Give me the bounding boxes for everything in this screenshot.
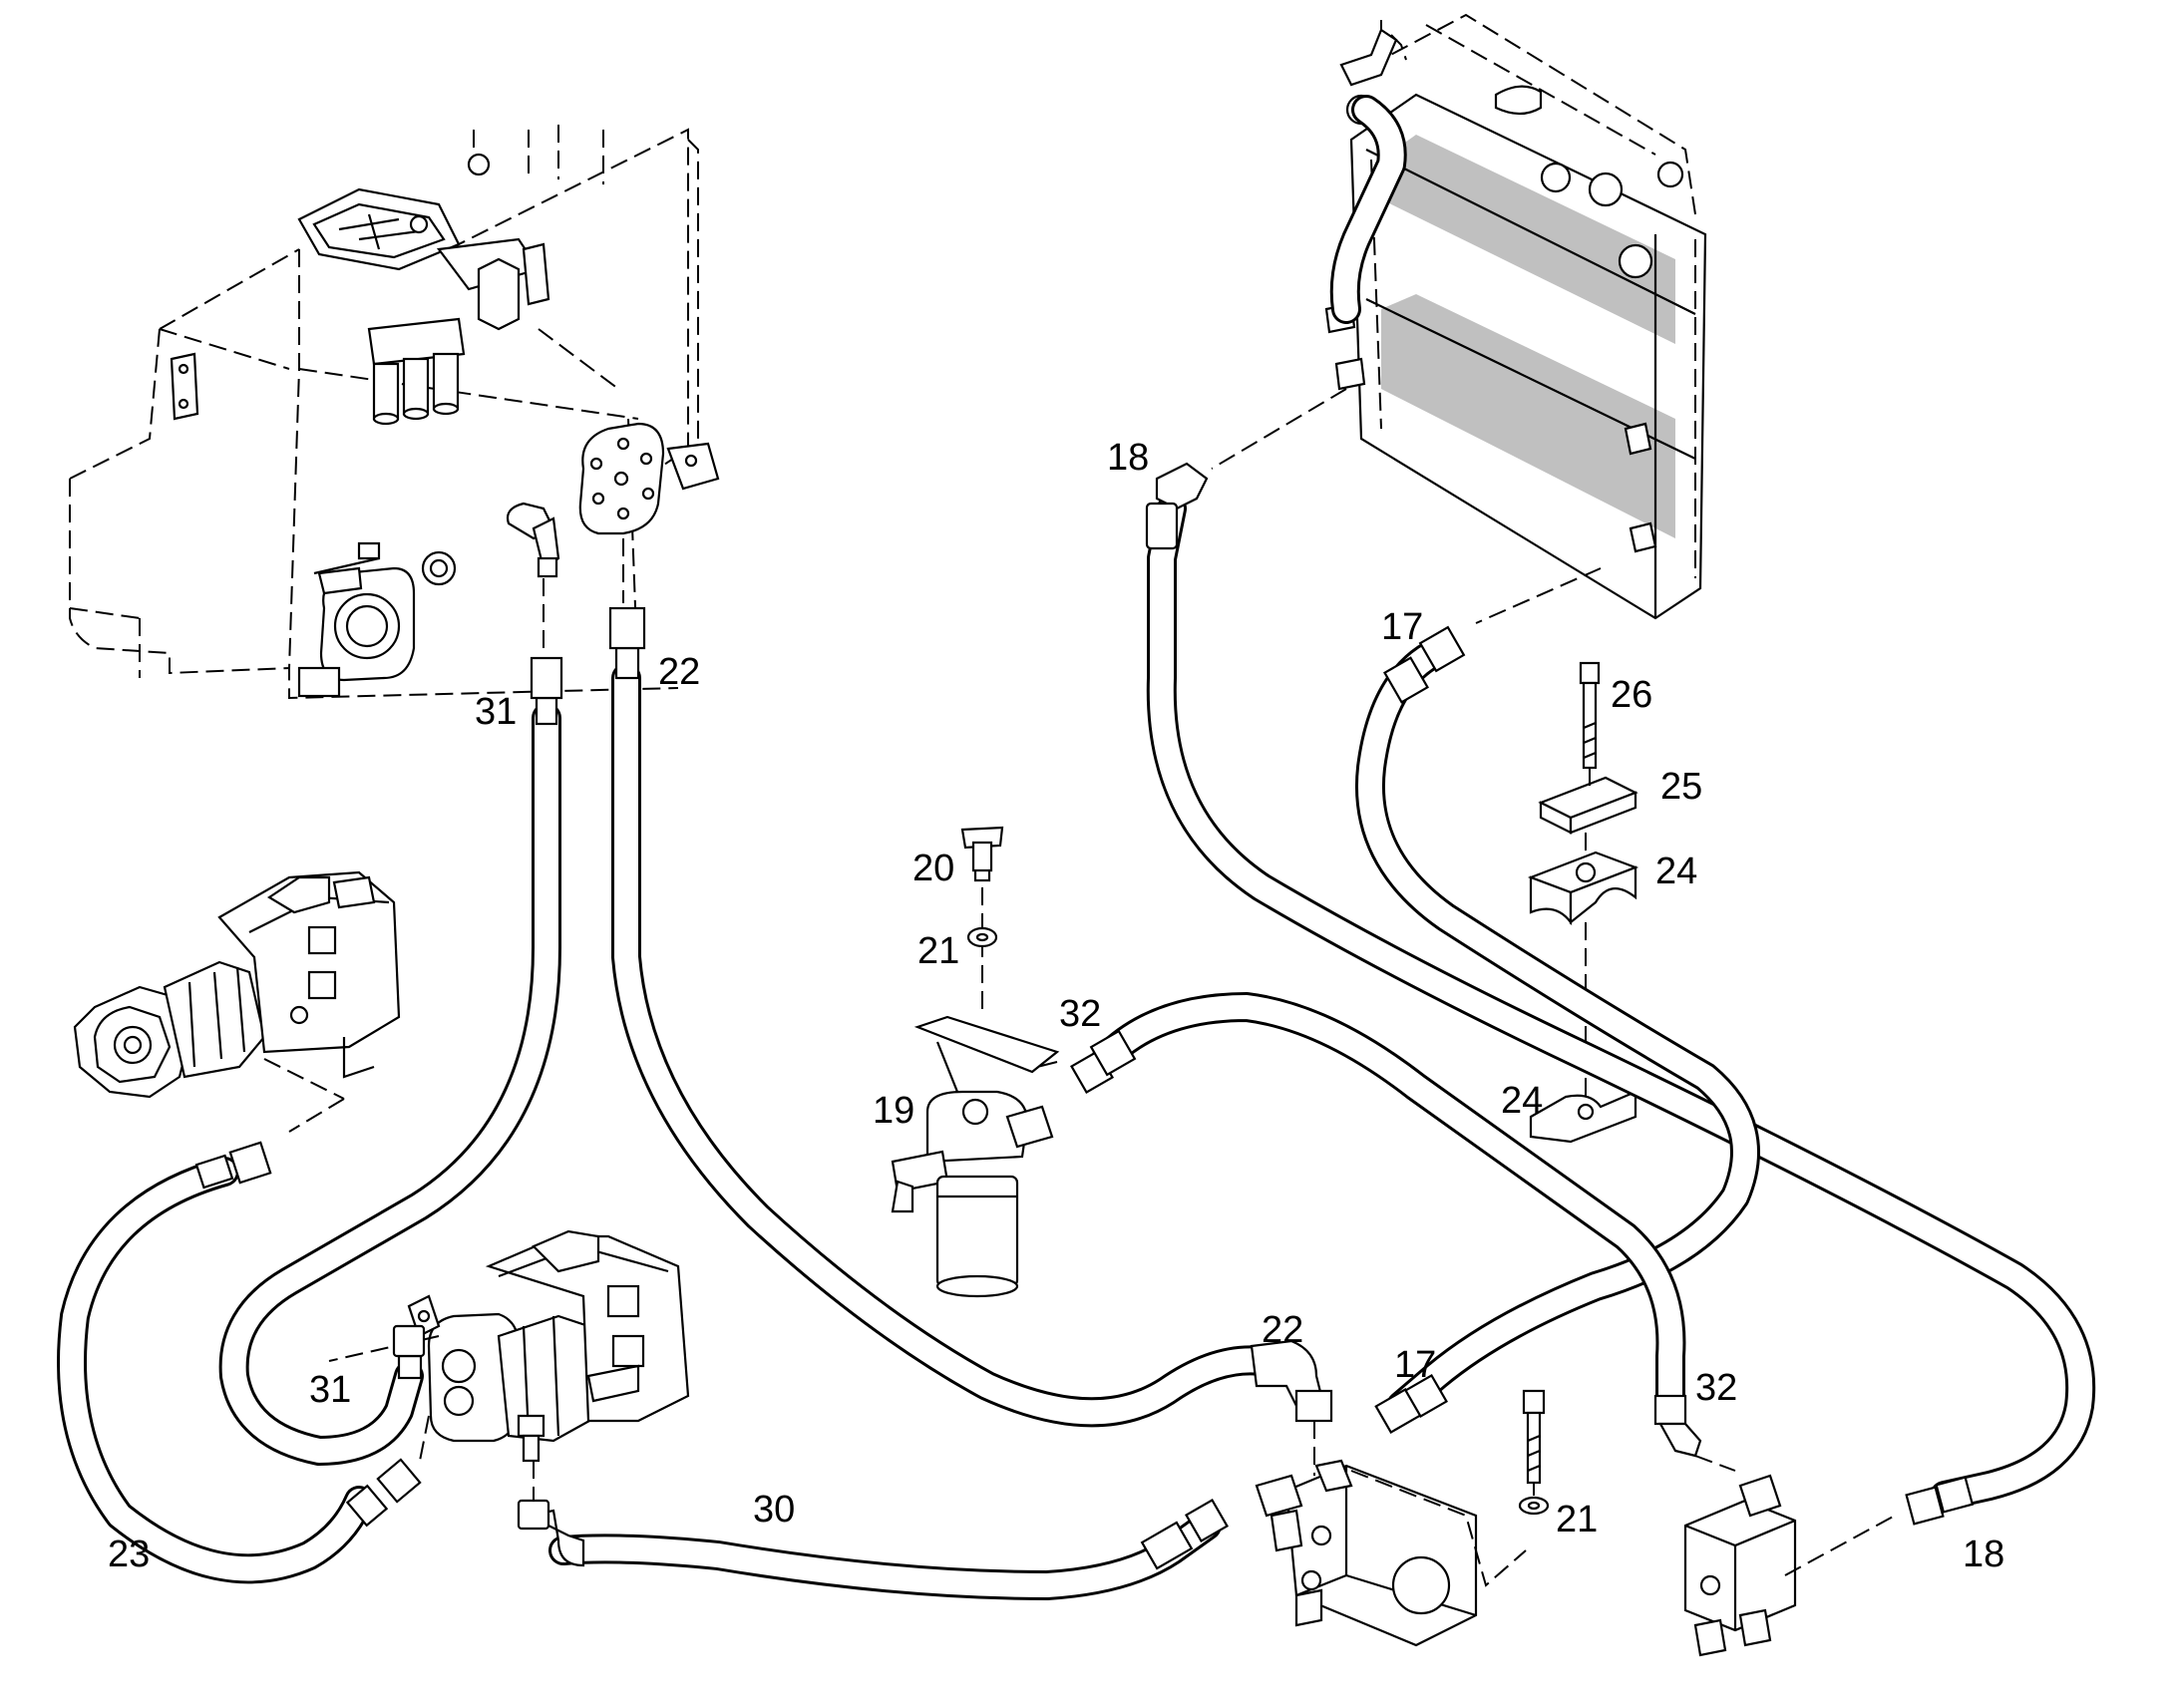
callout-21-top: 21 — [917, 930, 960, 972]
oil-cooler — [1211, 13, 1707, 624]
valve-block-right — [1683, 1474, 1896, 1657]
callout-22-bottom: 22 — [1262, 1309, 1304, 1351]
callout-32-bottom: 32 — [1695, 1367, 1738, 1409]
hose-17 — [1355, 625, 1760, 1434]
leader-line — [1036, 1061, 1058, 1068]
callout-20: 20 — [912, 848, 955, 889]
callout-31-top: 31 — [475, 691, 518, 733]
hose-30 — [517, 1499, 1229, 1600]
callout-18-top: 18 — [1107, 437, 1150, 479]
filter-bolt — [966, 841, 998, 948]
callout-24-top: 24 — [1655, 851, 1698, 892]
callout-25: 25 — [1660, 766, 1703, 808]
callout-17-bottom: 17 — [1394, 1344, 1437, 1386]
callout-32-top: 32 — [1059, 993, 1102, 1035]
clamp-assembly — [1527, 661, 1639, 1144]
hose-18 — [1145, 462, 2096, 1526]
hydraulic-pump-upper — [73, 870, 401, 1133]
hose-31 — [218, 656, 563, 1466]
hose-22 — [608, 606, 1333, 1476]
callout-30: 30 — [753, 1489, 796, 1531]
valve-block-left — [1255, 1389, 1550, 1647]
transmission-housing — [69, 125, 720, 700]
hose-23 — [57, 1141, 422, 1584]
hose-32 — [1070, 992, 1736, 1472]
callout-23: 23 — [108, 1534, 151, 1575]
callout-17-top: 17 — [1381, 606, 1424, 648]
callout-24-bottom: 24 — [1501, 1080, 1544, 1122]
callout-22-top: 22 — [658, 651, 701, 693]
callout-18-bottom: 18 — [1963, 1534, 2005, 1575]
hydraulic-pump-lower — [328, 1229, 690, 1516]
filter-assembly — [891, 826, 1060, 1298]
callout-21-bottom: 21 — [1556, 1499, 1599, 1540]
callout-19: 19 — [873, 1090, 915, 1132]
callout-31-bottom: 31 — [309, 1369, 352, 1411]
callout-26: 26 — [1611, 674, 1653, 716]
